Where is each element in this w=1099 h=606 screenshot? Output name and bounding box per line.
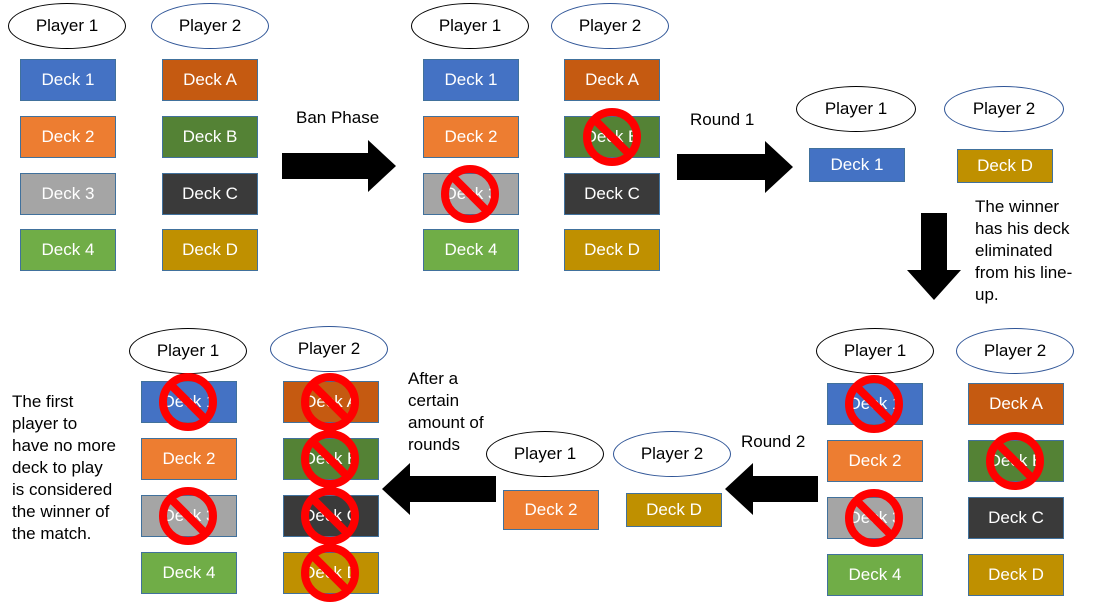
note-line: have no more [12,436,116,455]
deck-d: Deck D [283,552,379,594]
player1-label: Player 1 [486,431,604,477]
player2-label: Player 2 [151,3,269,49]
deck-d: Deck D [564,229,660,271]
deck-3: Deck 3 [141,495,237,537]
deck-c: Deck C [162,173,258,215]
round1-label: Round 1 [690,110,755,129]
arrow-icon [907,213,961,300]
player1-label: Player 1 [796,86,916,132]
deck-c: Deck C [283,495,379,537]
ban-phase-label: Ban Phase [296,108,380,127]
deck-d: Deck D [968,554,1064,596]
arrow-icon [382,463,496,515]
deck-1: Deck 1 [809,148,905,182]
player1-label: Player 1 [411,3,529,49]
note-line: amount of [408,413,484,432]
deck-1: Deck 1 [141,381,237,423]
note-line: the winner of [12,502,110,521]
note-line: deck to play [12,458,103,477]
player2-label: Player 2 [944,86,1064,132]
note-line: certain [408,391,460,410]
deck-2: Deck 2 [423,116,519,158]
deck-3: Deck 3 [20,173,116,215]
deck-a: Deck A [283,381,379,423]
deck-d: Deck D [957,149,1053,183]
player1-label: Player 1 [129,328,247,374]
player2-label: Player 2 [613,431,731,477]
player1-label: Player 1 [816,328,934,374]
deck-b: Deck B [968,440,1064,482]
deck-1: Deck 1 [20,59,116,101]
deck-4: Deck 4 [827,554,923,596]
deck-1: Deck 1 [827,383,923,425]
deck-a: Deck A [564,59,660,101]
deck-2: Deck 2 [141,438,237,480]
arrow-icon [677,141,793,193]
after-rounds-label: After a certain amount of rounds [408,368,484,456]
deck-3: Deck 3 [827,497,923,539]
deck-3: Deck 3 [423,173,519,215]
note-line: After a [408,369,459,388]
deck-d: Deck D [162,229,258,271]
deck-2: Deck 2 [20,116,116,158]
deck-4: Deck 4 [423,229,519,271]
deck-b: Deck B [283,438,379,480]
arrow-icon [725,463,818,515]
note-line: eliminated [975,241,1053,260]
player1-label: Player 1 [8,3,126,49]
note-line: from his line- [975,263,1073,282]
deck-4: Deck 4 [141,552,237,594]
deck-2: Deck 2 [503,490,599,530]
note-line: is considered [12,480,113,499]
deck-1: Deck 1 [423,59,519,101]
note-line: up. [975,285,999,304]
note-line: has his deck [975,219,1070,238]
deck-4: Deck 4 [20,229,116,271]
note-line: player to [12,414,78,433]
deck-a: Deck A [968,383,1064,425]
note-line: rounds [408,435,460,454]
deck-2: Deck 2 [827,440,923,482]
deck-d: Deck D [626,493,722,527]
deck-c: Deck C [968,497,1064,539]
deck-a: Deck A [162,59,258,101]
note-line: The first [12,392,74,411]
deck-b: Deck B [564,116,660,158]
note-line: the match. [12,524,92,543]
deck-c: Deck C [564,173,660,215]
round2-label: Round 2 [741,432,806,451]
match-winner-note: The first player to have no more deck to… [12,391,116,545]
player2-label: Player 2 [956,328,1074,374]
note-line: The winner [975,197,1060,216]
deck-b: Deck B [162,116,258,158]
player2-label: Player 2 [270,326,388,372]
winner-note: The winner has his deck eliminated from … [975,196,1072,306]
arrow-icon [282,140,396,192]
player2-label: Player 2 [551,3,669,49]
